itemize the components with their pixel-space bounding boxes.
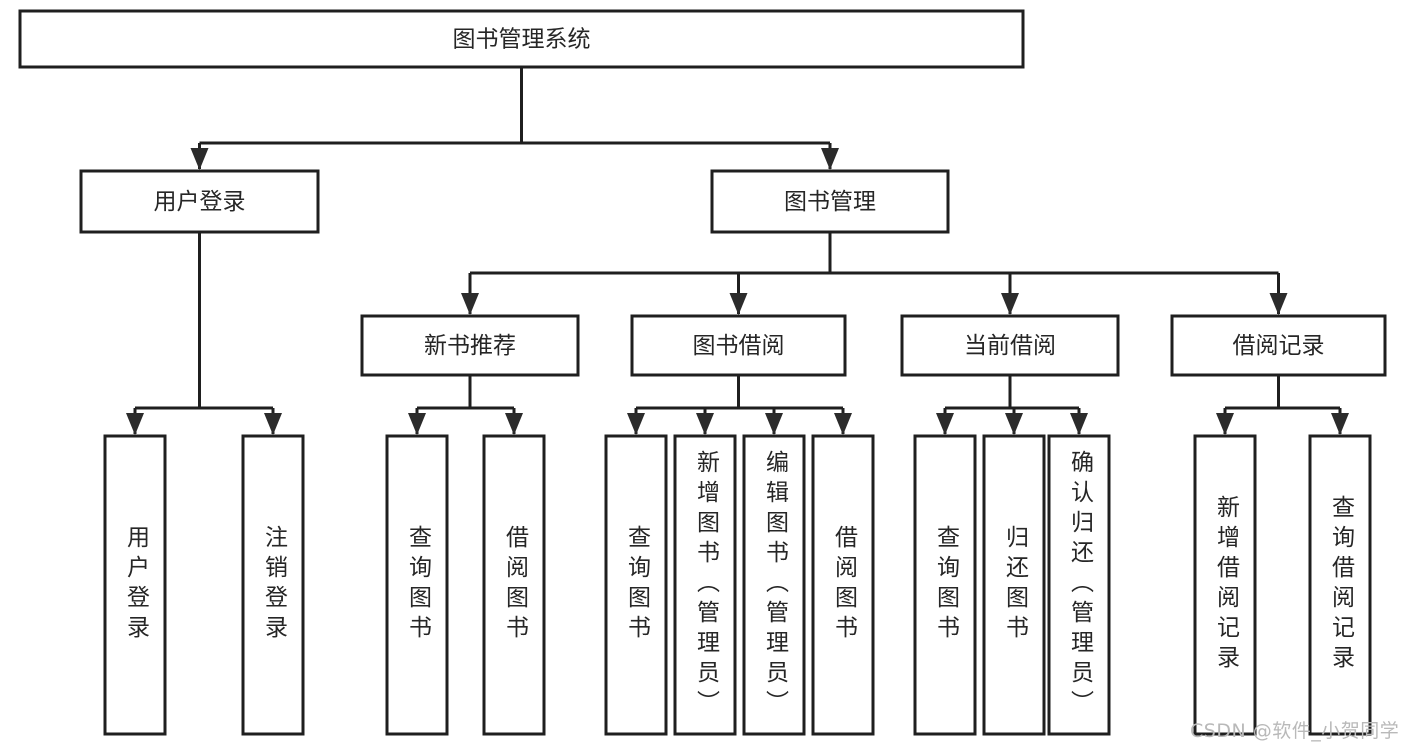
node-root-label: 图书管理系统 [453, 27, 591, 53]
node-leaf-borrow-book-1-box[interactable] [482, 434, 546, 736]
arrow-head-icon [696, 413, 714, 435]
node-leaf-edit-book-box[interactable] [742, 434, 806, 736]
node-new-book-rec-box[interactable] [360, 314, 580, 377]
node-book-borrow-label: 图书借阅 [693, 333, 785, 359]
node-leaf-query-record-box[interactable] [1308, 434, 1372, 736]
node-leaf-borrow-book-1[interactable] [482, 434, 546, 736]
arrow-head-icon [936, 413, 954, 435]
arrow-head-icon [408, 413, 426, 435]
node-leaf-query-book-1[interactable] [385, 434, 449, 736]
arrow-head-icon [834, 413, 852, 435]
node-leaf-return-book-box[interactable] [982, 434, 1046, 736]
node-leaf-borrow-book-2-box[interactable] [811, 434, 875, 736]
node-leaf-query-book-2-box[interactable] [604, 434, 668, 736]
node-leaf-add-record-box[interactable] [1193, 434, 1257, 736]
watermark-text: CSDN @软件_小贺同学 [1190, 720, 1400, 742]
arrow-head-icon [126, 413, 144, 435]
node-leaf-query-record[interactable] [1308, 434, 1372, 736]
node-leaf-borrow-book-2[interactable] [811, 434, 875, 736]
arrow-head-icon [1070, 413, 1088, 435]
node-user-login-box[interactable] [79, 169, 320, 234]
arrow-head-icon [190, 148, 209, 170]
node-leaf-user-login[interactable] [103, 434, 167, 736]
node-new-book-rec[interactable]: 新书推荐 [360, 314, 580, 377]
node-leaf-logout[interactable] [241, 434, 305, 736]
node-new-book-rec-label: 新书推荐 [424, 333, 516, 359]
node-root-box[interactable] [18, 9, 1025, 69]
node-book-manage-box[interactable] [710, 169, 950, 234]
edge-layer [126, 67, 1349, 435]
arrow-head-icon [627, 413, 645, 435]
node-leaf-return-book[interactable] [982, 434, 1046, 736]
arrow-head-icon [1216, 413, 1234, 435]
node-root[interactable]: 图书管理系统 [18, 9, 1025, 69]
node-borrow-record[interactable]: 借阅记录 [1170, 314, 1387, 377]
node-leaf-add-record[interactable] [1193, 434, 1257, 736]
node-leaf-query-book-3-box[interactable] [913, 434, 977, 736]
node-leaf-edit-book[interactable] [742, 434, 806, 736]
node-leaf-query-book-2[interactable] [604, 434, 668, 736]
node-leaf-logout-box[interactable] [241, 434, 305, 736]
node-leaf-user-login-box[interactable] [103, 434, 167, 736]
node-borrow-record-label: 借阅记录 [1233, 333, 1325, 359]
node-book-manage-label: 图书管理 [784, 189, 876, 215]
node-current-borrow-box[interactable] [900, 314, 1120, 377]
arrow-head-icon [1269, 293, 1288, 315]
node-borrow-record-box[interactable] [1170, 314, 1387, 377]
arrow-head-icon [1331, 413, 1349, 435]
arrow-head-icon [821, 148, 839, 170]
node-leaf-query-book-3[interactable] [913, 434, 977, 736]
arrow-head-icon [765, 413, 783, 435]
node-leaf-add-book-box[interactable] [673, 434, 737, 736]
node-book-borrow[interactable]: 图书借阅 [630, 314, 847, 377]
node-book-borrow-box[interactable] [630, 314, 847, 377]
node-current-borrow-label: 当前借阅 [964, 333, 1056, 359]
arrow-head-icon [729, 293, 748, 315]
arrow-head-icon [461, 293, 479, 315]
arrow-head-icon [1001, 293, 1019, 315]
node-leaf-add-book[interactable] [673, 434, 737, 736]
node-leaf-query-book-1-box[interactable] [385, 434, 449, 736]
arrow-head-icon [264, 413, 282, 435]
node-user-login[interactable]: 用户登录 [79, 169, 320, 234]
node-leaf-confirm-return[interactable] [1047, 434, 1111, 736]
node-current-borrow[interactable]: 当前借阅 [900, 314, 1120, 377]
arrow-head-icon [505, 413, 523, 435]
node-user-login-label: 用户登录 [154, 189, 246, 215]
arrow-head-icon [1005, 413, 1023, 435]
node-leaf-confirm-return-box[interactable] [1047, 434, 1111, 736]
node-book-manage[interactable]: 图书管理 [710, 169, 950, 234]
